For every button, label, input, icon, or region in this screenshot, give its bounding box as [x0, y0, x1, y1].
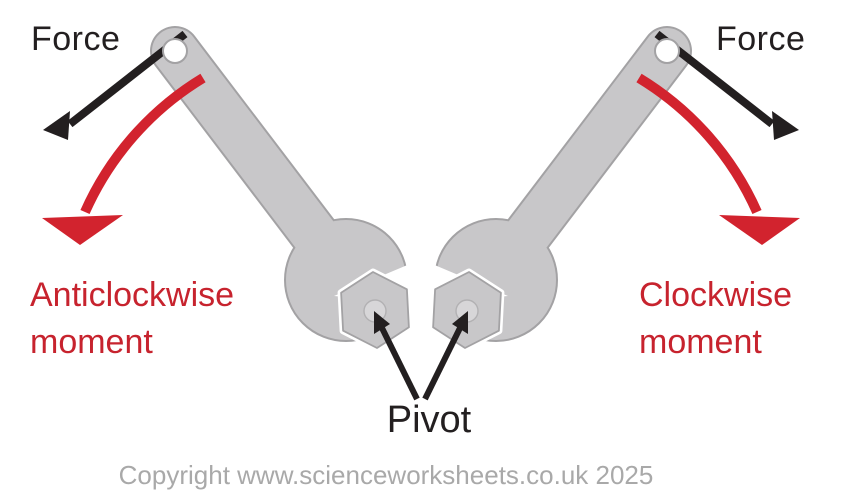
force-label-left: Force — [31, 20, 121, 58]
force-label-right: Force — [716, 20, 806, 58]
pivot-label: Pivot — [386, 399, 472, 441]
copyright-text: Copyright www.scienceworksheets.co.uk 20… — [118, 460, 654, 490]
clockwise-moment-label: Clockwise moment — [639, 276, 793, 361]
anticlockwise-moment-label: Anticlockwise moment — [30, 276, 235, 361]
